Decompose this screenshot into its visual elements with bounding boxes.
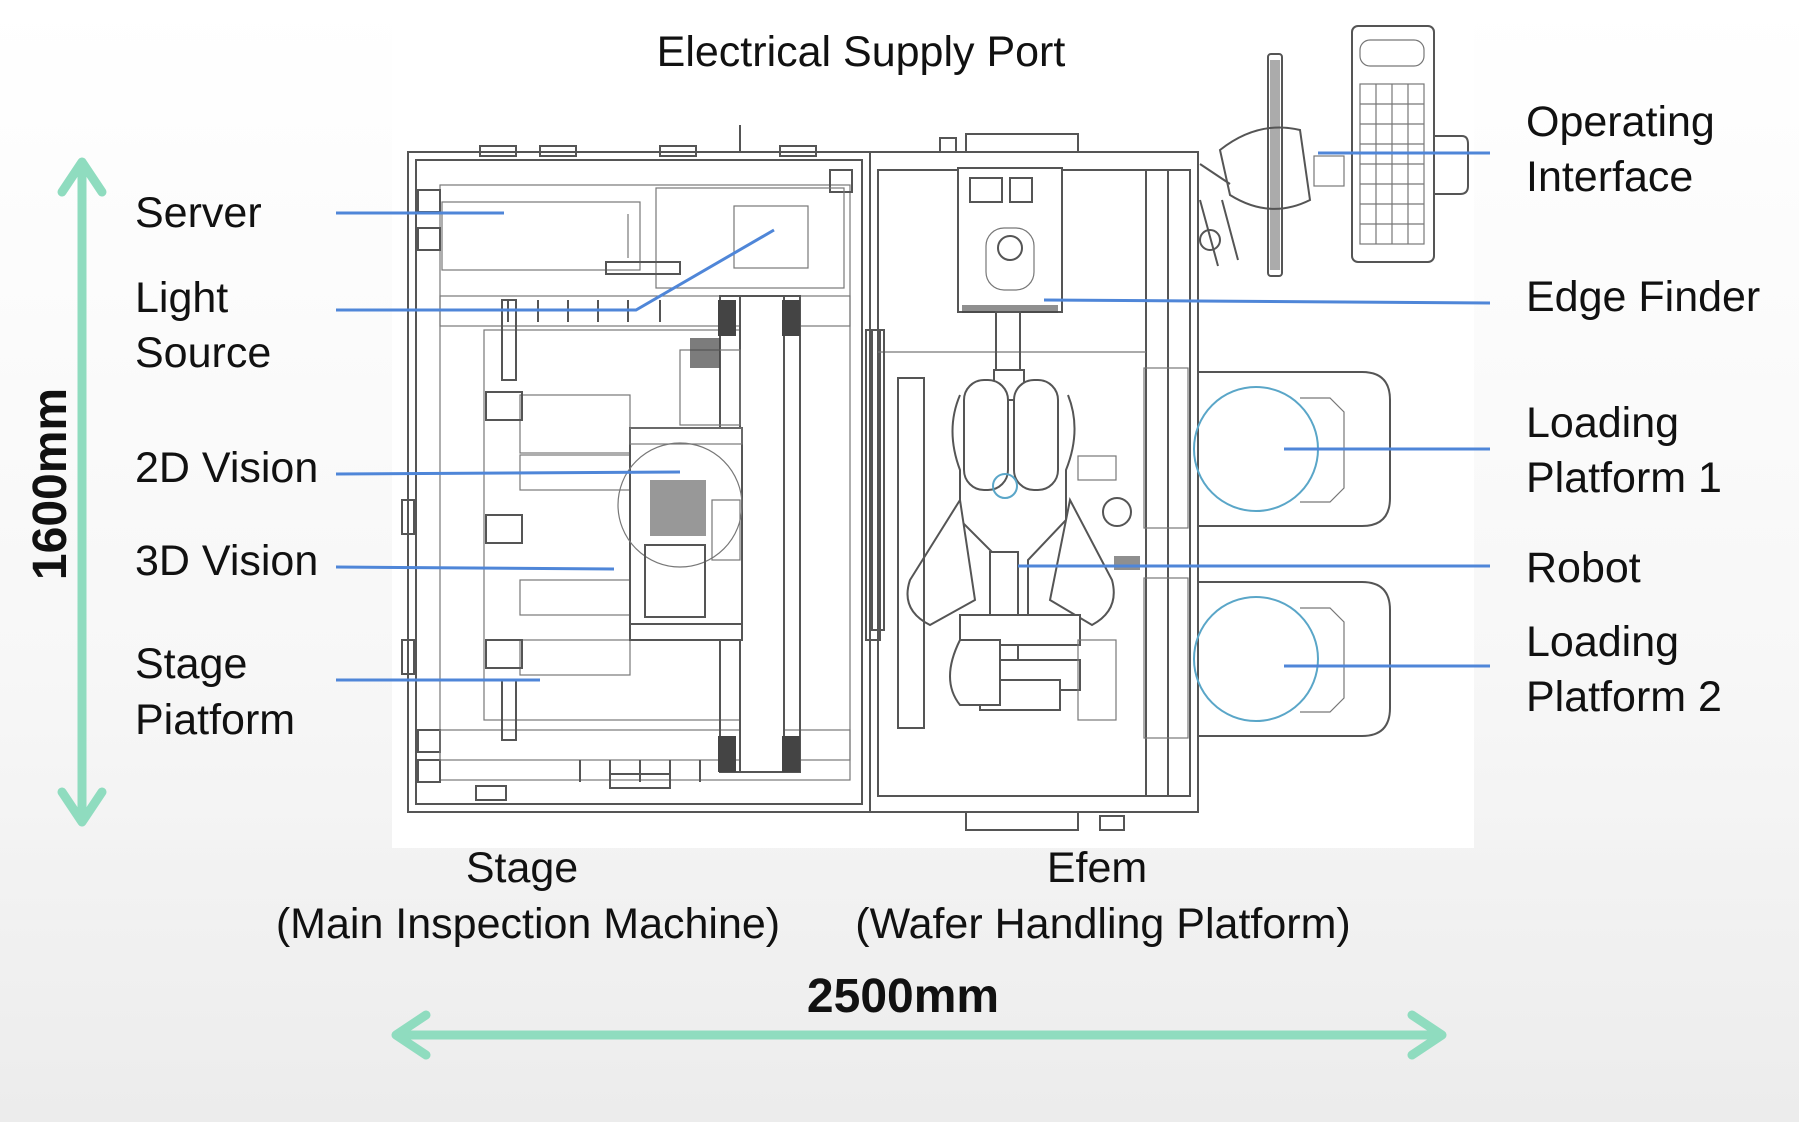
width-dimension-label: 2500mm (807, 970, 999, 1023)
label-edge-finder: Edge Finder (1526, 273, 1760, 321)
label-light-source: Light Source (135, 274, 271, 377)
stage-machine-drawing (401, 125, 881, 813)
efem-drawing (869, 133, 1199, 831)
width-dimension-arrow (391, 1010, 1447, 1060)
label-server: Server (135, 189, 262, 237)
height-dimension-arrow (57, 157, 107, 827)
label-loading-platform-2: Loading Platform 2 (1526, 618, 1722, 721)
leader-2d-vision (335, 470, 681, 476)
leader-lines (335, 151, 1491, 682)
operating-interface-drawing (1199, 25, 1469, 277)
label-operating-interface: Operating Interface (1526, 98, 1727, 201)
label-3d-vision: 3D Vision (135, 537, 318, 585)
label-2d-vision: 2D Vision (135, 444, 318, 492)
leader-3d-vision (335, 565, 615, 571)
leader-light-source (336, 228, 775, 312)
label-loading-platform-1: Loading Platform 1 (1526, 399, 1722, 502)
label-stage-machine: Stage (Main Inspection Machine) (276, 844, 780, 948)
label-robot: Robot (1526, 544, 1641, 592)
leader-edge-finder (1043, 298, 1491, 305)
drawing-panel (392, 18, 1474, 848)
label-stage-platform: Stage Piatform (135, 640, 295, 744)
label-efem: Efem (Wafer Handling Platform) (855, 844, 1350, 948)
height-dimension-label: 1600mm (24, 388, 77, 580)
diagram-title: Electrical Supply Port (657, 28, 1066, 76)
